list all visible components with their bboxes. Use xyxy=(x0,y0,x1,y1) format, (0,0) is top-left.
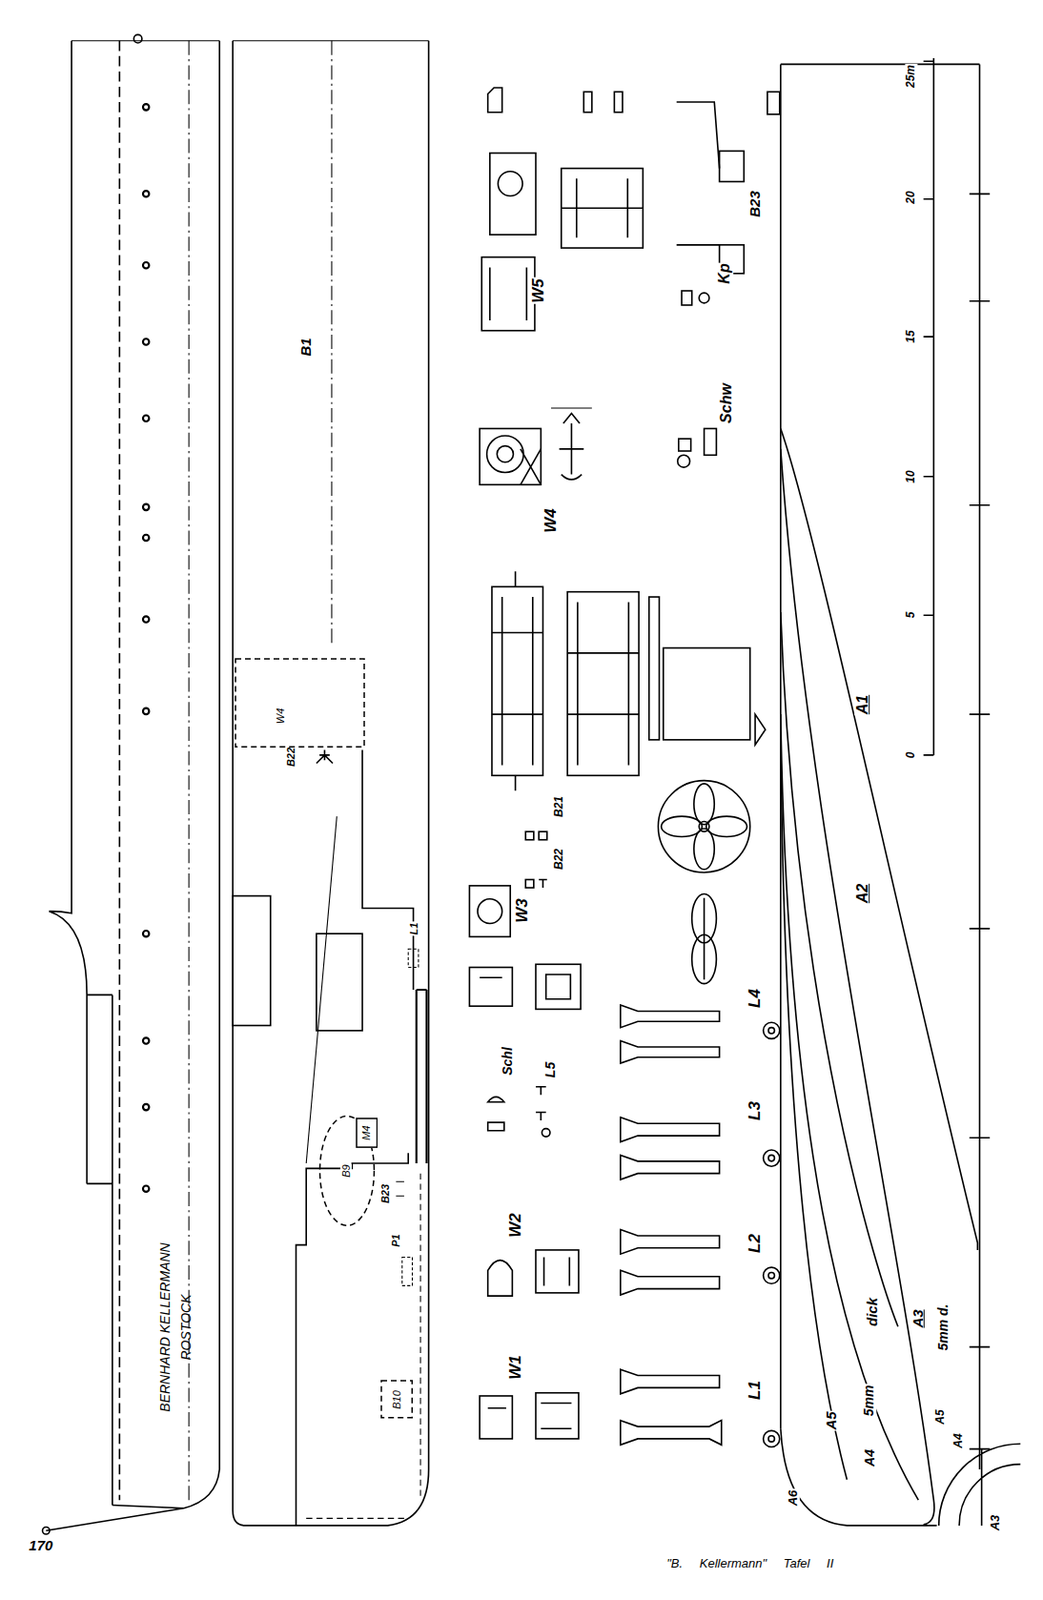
part-label: B22 xyxy=(285,746,297,768)
part-label: A3 xyxy=(910,1308,927,1329)
part-label: B22 xyxy=(552,847,566,871)
part-label: L1 xyxy=(407,921,419,937)
node-label: W4 xyxy=(274,707,287,726)
dimension-note: dick xyxy=(864,1296,881,1328)
dimension-note: 5mm xyxy=(861,1383,877,1417)
dashed-outline-box: W4 xyxy=(234,657,366,748)
ellipse-outline xyxy=(319,1115,374,1226)
part-label: A1 xyxy=(854,693,872,715)
scale-number: 25m xyxy=(904,63,918,89)
part-label: B1 xyxy=(298,336,315,357)
rect-outline xyxy=(235,658,365,747)
part-label: A5 xyxy=(934,1408,947,1425)
part-label: L2 xyxy=(746,1232,765,1254)
part-label: A4 xyxy=(953,1432,966,1450)
node-label: B10 xyxy=(390,1389,403,1411)
dimension-note: 5mm d. xyxy=(936,1302,951,1351)
rect-outline xyxy=(356,1118,378,1147)
node-label: B9 xyxy=(340,1163,352,1178)
part-label: A4 xyxy=(862,1448,878,1468)
part-label: B21 xyxy=(552,795,566,819)
part-label: L5 xyxy=(543,1061,558,1079)
part-label: B23 xyxy=(747,189,764,219)
scale-number: 0 xyxy=(904,751,918,760)
part-label: P1 xyxy=(389,1232,402,1248)
part-label: A3 xyxy=(988,1513,1003,1533)
scale-number: 15 xyxy=(904,329,918,345)
part-label: Kp xyxy=(715,262,734,285)
scale-number: 20 xyxy=(904,189,918,205)
part-label: Schw xyxy=(717,382,736,425)
part-box: M4 xyxy=(355,1117,379,1148)
scale-number: 10 xyxy=(904,469,918,484)
part-label: W2 xyxy=(506,1211,525,1239)
part-label: W5 xyxy=(530,277,549,305)
node-label: M4 xyxy=(360,1124,372,1142)
node-outline xyxy=(234,657,366,748)
scale-number: 5 xyxy=(904,611,918,620)
part-label: A6 xyxy=(786,1489,800,1508)
part-label: A2 xyxy=(854,881,872,903)
part-label: W4 xyxy=(542,507,561,534)
ship-name: BERNHARD KELLERMANN ROSTOCK xyxy=(156,1227,198,1426)
part-label: A5 xyxy=(823,1410,840,1431)
part-label: L1 xyxy=(746,1379,765,1401)
part-label: Schl xyxy=(500,1045,515,1077)
rect-outline xyxy=(381,1380,412,1418)
callout-number: 170 xyxy=(27,1536,54,1554)
part-label: L3 xyxy=(746,1100,765,1122)
part-label: L4 xyxy=(746,987,765,1009)
dashed-outline-box: B10 xyxy=(380,1379,413,1419)
part-label: W3 xyxy=(513,897,532,924)
part-label: B23 xyxy=(379,1183,391,1205)
plate-caption: "B. Kellermann" Tafel II xyxy=(665,1556,835,1571)
part-label: W1 xyxy=(506,1354,525,1382)
